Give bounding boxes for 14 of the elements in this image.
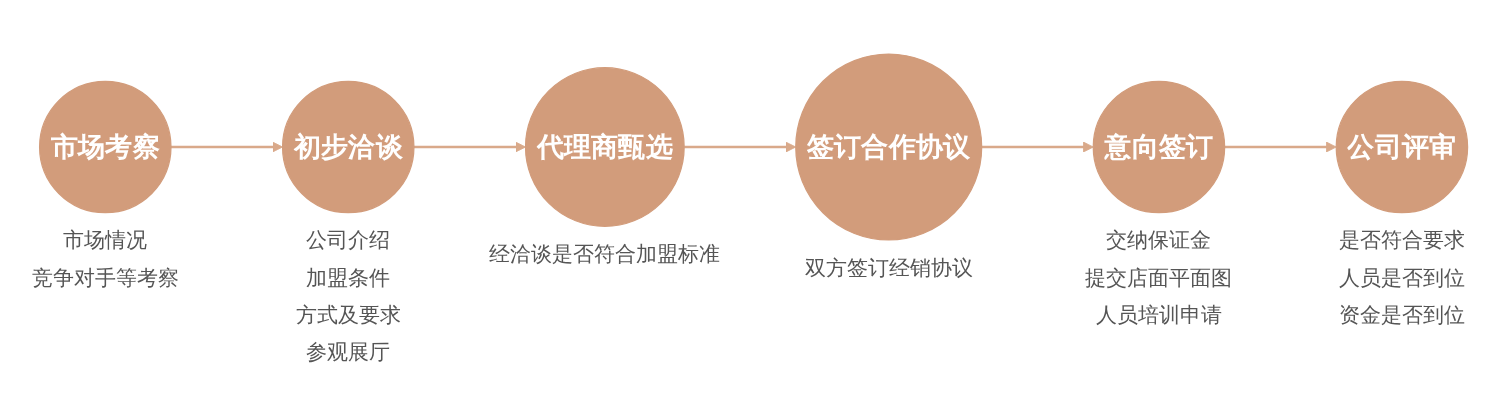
step-description: 交纳保证金 提交店面平面图 人员培训申请 [1084, 227, 1232, 327]
arrow [170, 141, 283, 153]
step-description: 经洽谈是否符合加盟标准 [488, 241, 720, 267]
step-description: 市场情况 竞争对手等考察 [31, 227, 179, 290]
node-circle: 公司评审 [1335, 80, 1468, 214]
arrow [413, 141, 526, 153]
node-circle: 市场考察 [38, 80, 172, 214]
step-description: 是否符合要求 人员是否到位 资金是否到位 [1338, 227, 1465, 327]
node-circle: 签订合作协议 [794, 53, 982, 241]
arrow [683, 141, 796, 153]
node-circle: 初步洽谈 [281, 80, 415, 214]
node-circle: 代理商甄选 [524, 67, 685, 227]
step-description: 公司介绍 加盟条件 方式及要求 参观展厅 [295, 227, 401, 364]
step-description: 双方签订经销协议 [804, 254, 973, 280]
